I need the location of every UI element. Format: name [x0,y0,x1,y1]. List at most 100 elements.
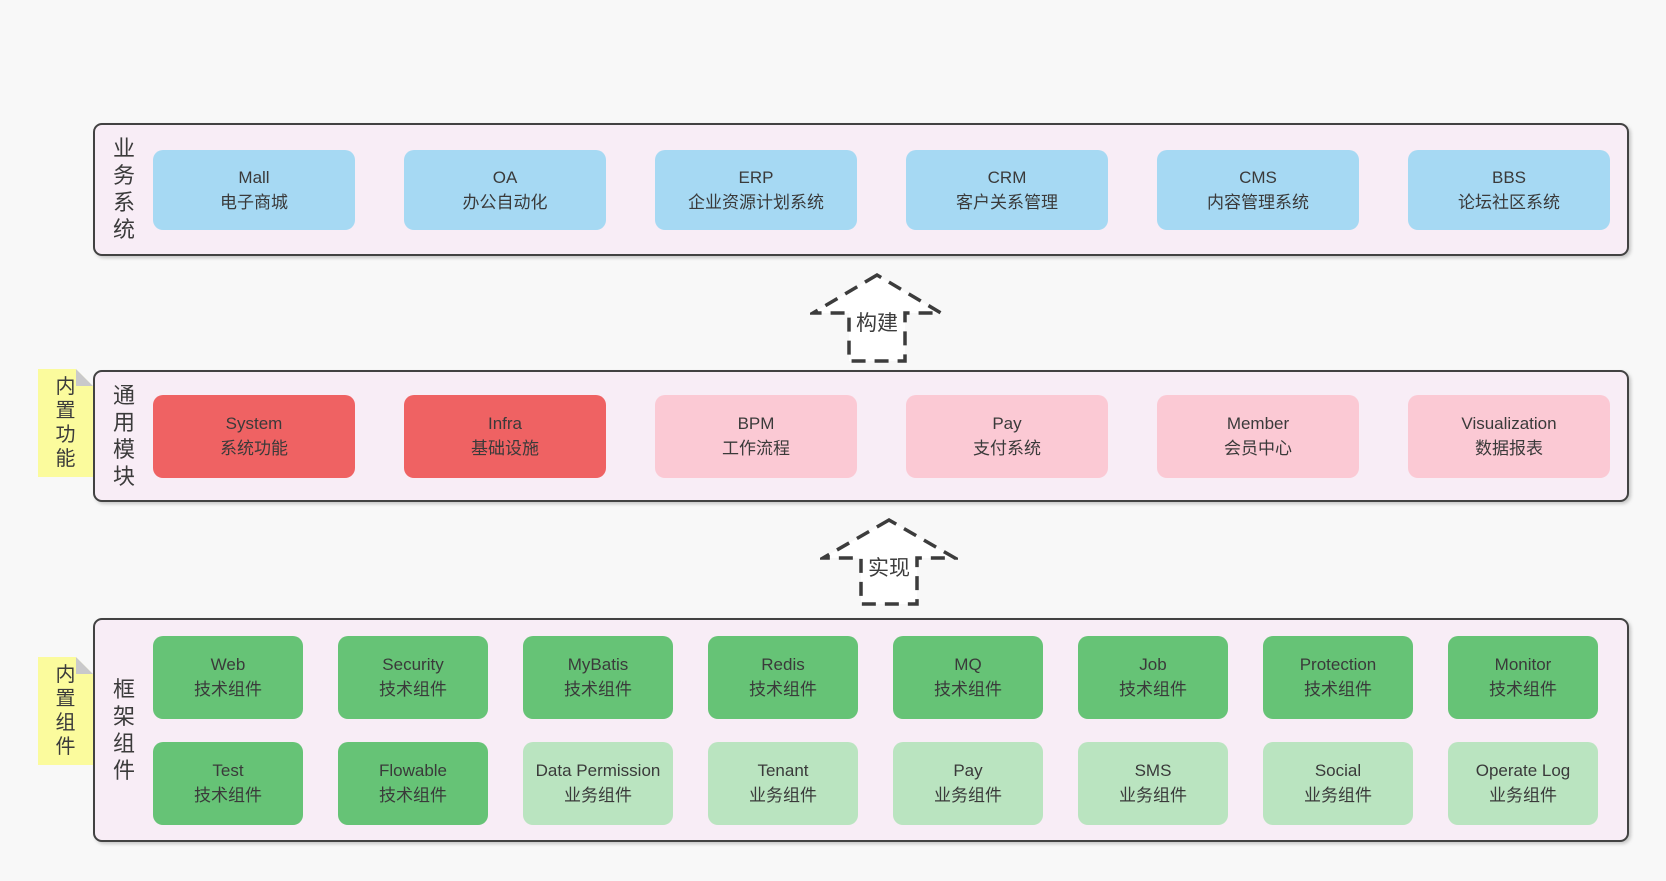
box-title: SMS [1134,761,1172,780]
box-subtitle: 数据报表 [1475,439,1543,458]
box-modules-bpm: BPM 工作流程 [655,394,857,478]
box-subtitle: 技术组件 [934,680,1002,699]
band-components-label: 框架组件 [112,676,135,783]
box-title: Social [1314,761,1362,780]
box-title: Mall [238,167,270,187]
box-components-redis: Redis 技术组件 [708,635,858,719]
box-subtitle: 业务组件 [1304,786,1372,805]
box-title: Operate Log [1475,761,1571,780]
box-modules-visualization: Visualization 数据报表 [1408,394,1610,478]
box-components-pay: Pay 业务组件 [893,741,1043,825]
box-subtitle: 论坛社区系统 [1458,192,1560,212]
box-title: System [225,414,283,433]
box-title: Protection [1299,655,1377,674]
band-common-modules: 通用模块 System 系统功能 Infra 基础设施 BPM 工作流程 Pay 支付系统 Me… [93,370,1629,502]
box-subtitle: 业务组件 [749,786,817,805]
band-modules-grid: System 系统功能 Infra 基础设施 BPM 工作流程 Pay 支付系统 Member 会… [153,372,1610,500]
box-components-flowable: Flowable 技术组件 [338,741,488,825]
box-subtitle: 支付系统 [973,439,1041,458]
box-subtitle: 会员中心 [1224,439,1292,458]
box-title: Infra [487,414,523,433]
box-title: Flowable [378,761,448,780]
box-business-oa: OA 办公自动化 [404,149,606,230]
box-subtitle: 业务组件 [564,786,632,805]
sticky-built-in-features: 内置功能 [38,369,93,477]
box-title: Pay [992,414,1022,433]
box-components-mybatis: MyBatis 技术组件 [523,635,673,719]
up-arrow-icon: 实现 [816,517,962,606]
box-subtitle: 工作流程 [722,439,790,458]
box-title: CRM [987,167,1027,187]
box-subtitle: 电子商城 [220,192,288,212]
box-title: Tenant [757,761,809,780]
box-title: Monitor [1494,655,1552,674]
sticky-built-in-components: 内置组件 [38,657,93,765]
box-subtitle: 业务组件 [1119,786,1187,805]
box-title: Job [1139,655,1167,674]
box-subtitle: 技术组件 [1489,680,1557,699]
box-business-bbs: BBS 论坛社区系统 [1408,149,1610,230]
box-modules-system: System 系统功能 [153,394,355,478]
folded-corner-icon [76,657,93,674]
box-components-sms: SMS 业务组件 [1078,741,1228,825]
box-components-operate-log: Operate Log 业务组件 [1448,741,1598,825]
arrow-build-label: 构建 [856,312,898,335]
box-subtitle: 业务组件 [934,786,1002,805]
arrow-implement: 实现 [816,517,962,612]
arrow-build: 构建 [806,272,948,369]
box-components-protection: Protection 技术组件 [1263,635,1413,719]
band-business-label: 业务系统 [112,136,135,242]
box-subtitle: 内容管理系统 [1207,192,1309,212]
box-title: Data Permission [535,761,661,780]
box-title: CMS [1239,167,1277,187]
band-modules-label: 通用模块 [112,382,135,489]
box-modules-member: Member 会员中心 [1157,394,1359,478]
box-subtitle: 技术组件 [749,680,817,699]
box-components-web: Web 技术组件 [153,635,303,719]
box-title: Visualization [1461,414,1557,433]
box-subtitle: 办公自动化 [462,192,548,212]
box-business-cms: CMS 内容管理系统 [1157,149,1359,230]
box-title: Member [1226,414,1290,433]
box-subtitle: 技术组件 [194,680,262,699]
box-components-test: Test 技术组件 [153,741,303,825]
box-title: Security [382,655,444,674]
folded-corner-icon [76,369,93,386]
box-components-tenant: Tenant 业务组件 [708,741,858,825]
box-subtitle: 技术组件 [1304,680,1372,699]
box-business-mall: Mall 电子商城 [153,149,355,230]
box-title: ERP [738,167,774,187]
box-subtitle: 技术组件 [564,680,632,699]
box-subtitle: 技术组件 [1119,680,1187,699]
box-components-job: Job 技术组件 [1078,635,1228,719]
box-title: Web [210,655,246,674]
box-subtitle: 基础设施 [471,439,539,458]
sticky-built-in-features-text: 内置功能 [55,376,76,470]
box-title: Test [212,761,244,780]
box-components-data-permission: Data Permission 业务组件 [523,741,673,825]
box-title: Redis [761,655,805,674]
arrow-implement-label: 实现 [868,557,910,580]
box-subtitle: 技术组件 [379,786,447,805]
up-arrow-icon: 构建 [806,272,948,363]
box-modules-pay: Pay 支付系统 [906,394,1108,478]
box-title: Pay [953,761,983,780]
box-title: BBS [1491,167,1527,187]
box-subtitle: 技术组件 [194,786,262,805]
box-subtitle: 业务组件 [1489,786,1557,805]
sticky-built-in-components-text: 内置组件 [55,664,76,758]
box-title: OA [492,167,518,187]
box-modules-infra: Infra 基础设施 [404,394,606,478]
box-title: BPM [737,414,775,433]
box-subtitle: 系统功能 [220,439,288,458]
box-title: MyBatis [567,655,629,674]
